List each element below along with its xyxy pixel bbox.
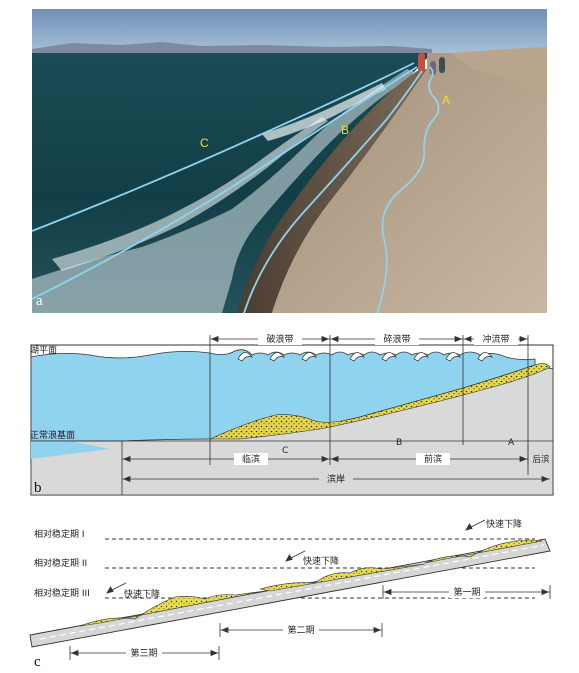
descent-label-2: 快速下降: [303, 555, 339, 567]
dune: [452, 47, 547, 99]
sand-bar: [209, 363, 551, 440]
line-c: [32, 62, 415, 232]
phase-third: 第三期: [130, 647, 157, 659]
zone-backshore: 后滨: [532, 454, 550, 465]
zone-breaker: 破浪带: [266, 333, 293, 345]
sand-body-second: [259, 563, 426, 592]
level-ii: 相对稳定期 II: [34, 557, 87, 569]
zone-foreshore: 前滨: [424, 453, 442, 465]
phase-first: 第一期: [453, 586, 480, 598]
label-lake-level: 湖平面: [30, 345, 57, 356]
photo-label-a: A: [442, 93, 450, 107]
people: [418, 53, 445, 75]
beach-cross-section: 破浪带 碎浪带 冲流带 湖平面 正常浪基面 C B A 临滨 前滨 后滨 滨岸: [30, 333, 554, 496]
regression-diagram: 相对稳定期 I 相对稳定期 II 相对稳定期 III 快速下降 快速下降 快速下…: [29, 518, 551, 660]
ramp-center-dash: [39, 544, 545, 640]
zone-dividers: [121, 335, 529, 495]
surf-foam-3: [262, 83, 386, 141]
level-iii: 相对稳定期 III: [34, 587, 90, 599]
section-c: C: [282, 446, 288, 456]
surf-foam-2: [52, 117, 328, 271]
panel-a-letter: a: [36, 293, 43, 309]
level-i: 相对稳定期 I: [34, 528, 85, 540]
offshore-slope: [31, 441, 110, 459]
line-a: [376, 66, 440, 313]
zone-surf: 碎浪带: [383, 333, 410, 345]
descent-label-1: 快速下降: [486, 518, 522, 530]
line-wet-edge: [243, 70, 423, 313]
panel-b-letter: b: [34, 480, 42, 496]
beach-photo: A B C a: [32, 9, 547, 313]
zone-swash: 冲流带: [482, 333, 509, 345]
wet-sand: [237, 69, 427, 313]
distant-mountains: [32, 42, 432, 55]
breaker-curls: [237, 352, 494, 362]
zone-shore: 滨岸: [327, 473, 345, 485]
descent-arrows: [106, 519, 486, 594]
photo-label-b: B: [341, 123, 349, 137]
section-a: A: [508, 438, 515, 448]
surf-foam: [32, 69, 417, 313]
panel-c-letter: c: [34, 654, 41, 670]
section-b: B: [396, 438, 402, 448]
line-b: [32, 66, 418, 300]
zone-nearshore: 临滨: [242, 453, 260, 465]
phase-second: 第二期: [287, 624, 314, 636]
photo-label-c: C: [200, 136, 209, 150]
descent-label-3: 快速下降: [124, 588, 160, 600]
label-wave-base: 正常浪基面: [30, 429, 75, 441]
sand-body-first: [424, 539, 543, 564]
sand-body-third: [79, 590, 266, 627]
